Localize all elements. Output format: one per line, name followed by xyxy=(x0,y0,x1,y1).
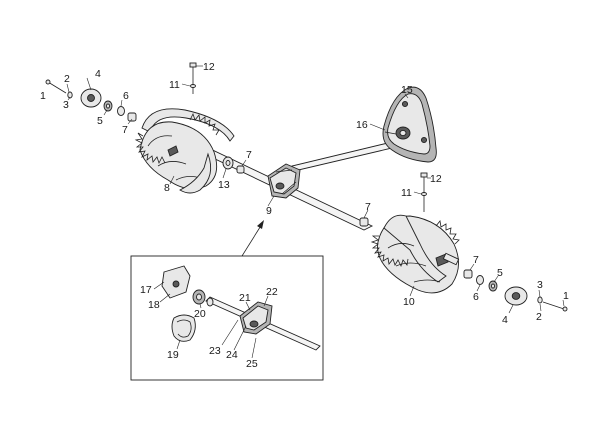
right-bearing-housing xyxy=(504,286,528,306)
right-bolt xyxy=(542,301,568,312)
callout-13: 13 xyxy=(218,179,230,191)
callout-11-right: 11 xyxy=(401,187,412,199)
right-bushing xyxy=(463,269,473,279)
callout-22: 22 xyxy=(266,286,278,298)
callout-11-left: 11 xyxy=(169,79,180,91)
left-spacer xyxy=(117,106,125,116)
callout-8: 8 xyxy=(164,182,170,194)
bushing-7-right-a xyxy=(359,217,369,227)
left-auger-assembly xyxy=(134,108,235,194)
left-bolt xyxy=(45,79,67,94)
right-spacer xyxy=(476,275,484,285)
callout-4-right: 4 xyxy=(502,314,508,326)
callout-4-left: 4 xyxy=(95,68,101,80)
callout-labels: 1 2 3 4 5 6 7 8 11 12 13 7 9 15 16 7 11 … xyxy=(40,61,569,370)
right-auger-assembly xyxy=(370,214,460,294)
callout-12-left: 12 xyxy=(203,61,215,73)
callout-12-right: 12 xyxy=(430,173,442,185)
callout-21: 21 xyxy=(239,292,251,304)
left-bearing xyxy=(103,100,113,112)
callout-7-right-b: 7 xyxy=(473,254,479,266)
callout-2-right: 2 xyxy=(536,311,542,323)
callout-6-left: 6 xyxy=(123,90,129,102)
leader-lines xyxy=(66,65,565,359)
callout-3-left: 3 xyxy=(63,99,69,111)
callout-17: 17 xyxy=(140,284,152,296)
gearbox xyxy=(267,163,301,199)
detail-arrow xyxy=(241,220,264,257)
callout-15: 15 xyxy=(401,84,413,96)
right-bearing xyxy=(488,280,498,292)
bushing-7-mid xyxy=(236,165,245,174)
detail-inset xyxy=(130,255,324,381)
callout-7-right-a: 7 xyxy=(365,201,371,213)
drive-shaft xyxy=(289,141,393,173)
callout-5-left: 5 xyxy=(97,115,103,127)
callout-23: 23 xyxy=(209,345,221,357)
callout-19: 19 xyxy=(167,349,179,361)
callout-20: 20 xyxy=(194,308,206,320)
right-washer xyxy=(537,296,543,304)
left-washer xyxy=(67,91,73,99)
right-shear-bolt xyxy=(420,172,428,212)
callout-7-left: 7 xyxy=(122,124,128,136)
callout-7-mid: 7 xyxy=(246,149,252,161)
impeller-pin xyxy=(384,131,397,135)
callout-25: 25 xyxy=(246,358,258,370)
callout-5-right: 5 xyxy=(497,267,503,279)
left-bearing-housing xyxy=(80,88,102,108)
callout-24: 24 xyxy=(226,349,238,361)
callout-9: 9 xyxy=(266,205,272,217)
impeller-plate xyxy=(382,86,437,163)
left-shear-bolt xyxy=(189,62,197,94)
callout-1-left: 1 xyxy=(40,90,46,102)
callout-10: 10 xyxy=(403,296,415,308)
bushing-13 xyxy=(222,156,234,170)
callout-6-right: 6 xyxy=(473,291,479,303)
callout-1-right: 1 xyxy=(563,290,569,302)
left-bushing xyxy=(127,112,137,122)
callout-18: 18 xyxy=(148,299,160,311)
callout-3-right: 3 xyxy=(537,279,543,291)
callout-16: 16 xyxy=(356,119,368,131)
callout-2-left: 2 xyxy=(64,73,70,85)
